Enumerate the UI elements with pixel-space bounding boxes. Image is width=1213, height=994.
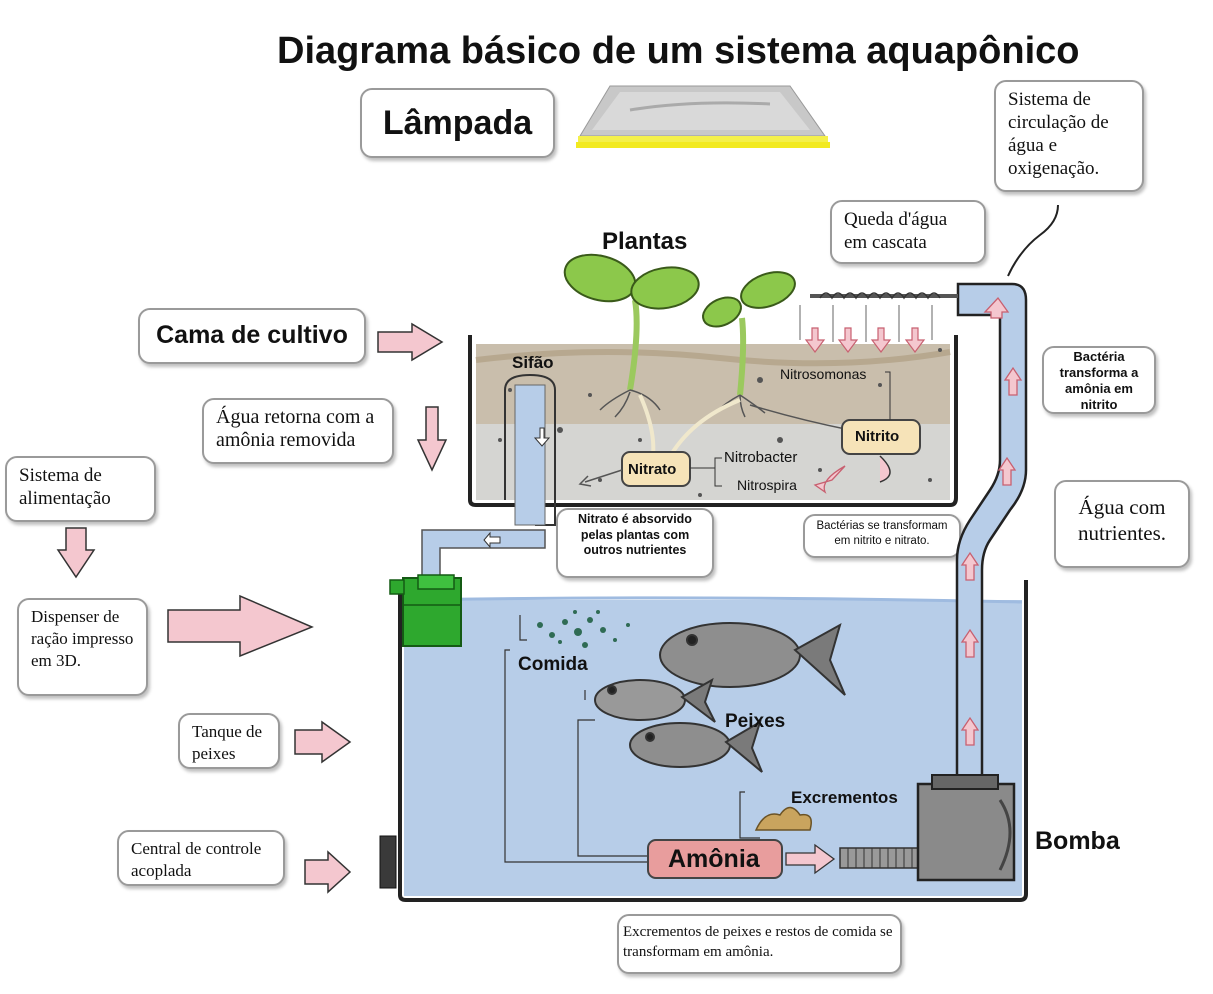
comida-label: Comida — [518, 654, 588, 675]
nitrato-absorvido-label: Nitrato é absorvido pelas plantas com ou… — [556, 508, 714, 578]
excrementos-label: Excrementos — [791, 788, 898, 807]
food-dispenser — [389, 574, 462, 647]
circulacao-label: Sistema de circulação de água e oxigenaç… — [994, 80, 1144, 192]
excrement — [754, 806, 812, 831]
nitrato-text: Nitrato — [628, 461, 677, 478]
sifao-label: Sifão — [512, 353, 554, 372]
return-pipe — [955, 282, 1028, 782]
lamp-graphic — [576, 85, 830, 148]
agua-retorna-label: Água retorna com a amônia removida — [202, 398, 394, 464]
bacterias-transformam-label: Bactérias se transformam em nitrito e ni… — [803, 514, 961, 558]
tanque-label: Tanque de peixes — [178, 713, 280, 769]
nitrobacter-label: Nitrobacter — [724, 449, 798, 466]
plantas-label: Plantas — [602, 228, 688, 255]
amonia-box — [647, 839, 836, 879]
nitrato-box — [578, 451, 691, 487]
diagram-title: Diagrama básico de um sistema aquapônico — [277, 30, 1080, 72]
pump — [916, 774, 1016, 882]
nitrito-text: Nitrito — [855, 428, 900, 445]
nitrosomonas-label: Nitrosomonas — [780, 366, 867, 382]
peixes-label: Peixes — [725, 711, 786, 732]
central-label: Central de controle acoplada — [117, 830, 285, 886]
food-particles — [537, 610, 630, 648]
bomba-label: Bomba — [1035, 827, 1120, 855]
dispenser-label: Dispenser de ração impresso em 3D. — [17, 598, 148, 696]
cama-label: Cama de cultivo — [138, 308, 366, 364]
agua-nutrientes-label: Água com nutrientes. — [1054, 480, 1190, 568]
alimentacao-label: Sistema de alimentação — [5, 456, 156, 522]
lampada-label: Lâmpada — [360, 88, 555, 158]
pointer-arrows — [56, 322, 448, 894]
fish — [594, 622, 846, 773]
cascade-spray — [799, 292, 958, 353]
queda-label: Queda d'água em cascata — [830, 200, 986, 264]
bacteria-nitrito-label: Bactéria transforma a amônia em nitrito — [1042, 346, 1156, 414]
siphon — [421, 373, 556, 581]
nitrospira-label: Nitrospira — [737, 477, 797, 493]
excrementos-nota-label: Excrementos de peixes e restos de comida… — [617, 914, 902, 974]
pump-grille — [839, 847, 919, 869]
control-unit — [379, 835, 397, 889]
nitrito-box — [813, 371, 921, 494]
amonia-text: Amônia — [668, 845, 760, 873]
